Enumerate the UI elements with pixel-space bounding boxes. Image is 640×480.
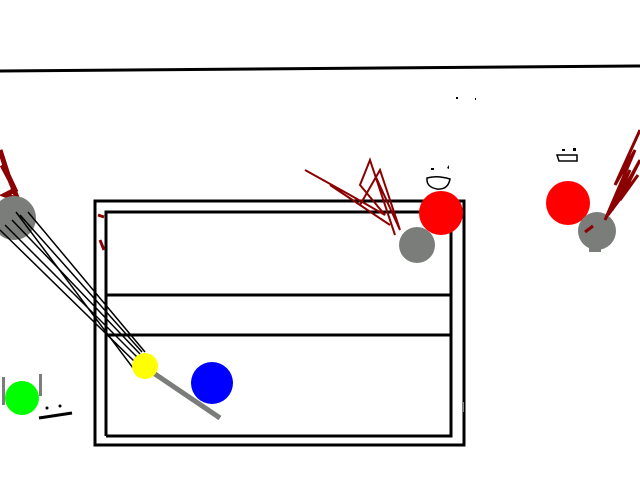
scribble-small — [97, 213, 106, 251]
gray-post-right — [39, 374, 42, 396]
scribble-right — [603, 129, 640, 221]
ground-line — [0, 64, 640, 73]
scribble-on-mushroom — [584, 224, 594, 234]
red-ball-middle[interactable] — [419, 191, 463, 235]
green-ball[interactable] — [5, 381, 39, 415]
tiny-mark — [463, 402, 464, 412]
gray-ball-left[interactable] — [0, 196, 36, 240]
red-ball-right[interactable] — [546, 181, 590, 225]
blue-ball[interactable] — [191, 362, 233, 404]
dot-marks — [456, 97, 476, 100]
gray-mushroom[interactable] — [578, 212, 616, 252]
face-left — [38, 404, 73, 420]
rope-lines — [0, 211, 146, 369]
gray-post-left — [2, 377, 5, 405]
face-right — [555, 148, 578, 162]
scribble-middle — [304, 157, 401, 236]
face-middle — [426, 165, 451, 190]
yellow-ball[interactable] — [132, 353, 158, 379]
scribble-left — [0, 149, 23, 205]
gray-ball-middle[interactable] — [399, 227, 435, 263]
gray-plank[interactable] — [150, 369, 222, 421]
